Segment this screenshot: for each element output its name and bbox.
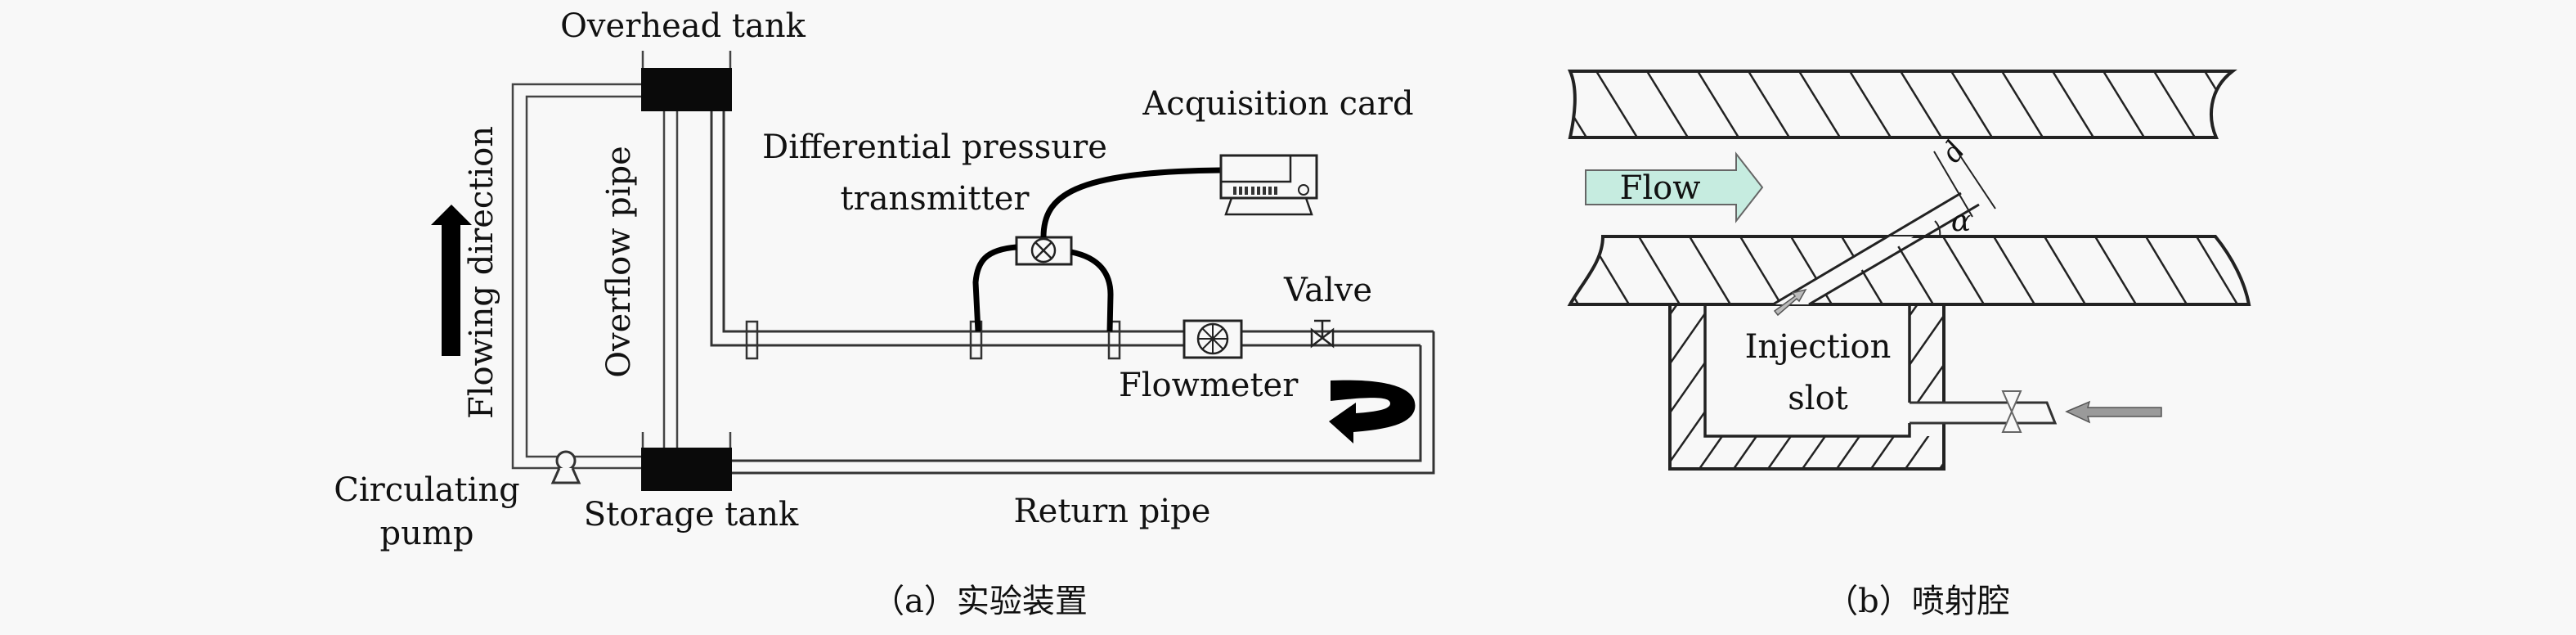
panel-b-injection-cavity: d α Injection slot Flow （b）喷射腔 (1425, 70, 2329, 620)
hatch-line (1670, 304, 1712, 469)
hatch-line (1570, 71, 1588, 137)
hatch-line (1904, 304, 1944, 469)
hatch-line (2195, 236, 2239, 304)
hatch-line (1528, 305, 1642, 469)
hatch-line (2043, 236, 2087, 304)
valve-label: Valve (1283, 272, 1372, 309)
storage-tank (641, 432, 732, 491)
inlet-arrow-icon (2065, 400, 2162, 424)
overflow-pipe-label: Overflow pipe (600, 146, 638, 378)
hatch-line (2215, 305, 2329, 469)
circulation-pipe (511, 83, 641, 470)
hatch-line (1645, 71, 1690, 137)
hatch-line (1950, 71, 1994, 137)
storage-tank-label: Storage tank (584, 496, 799, 534)
flowmeter-label: Flowmeter (1119, 367, 1299, 404)
lower-wall (1567, 191, 2251, 306)
slot-angle-label: α (1951, 205, 1971, 238)
hatch-line (2152, 71, 2197, 137)
hatch-line (1637, 236, 1681, 304)
hatch-line (1425, 305, 1539, 469)
inlet-valve-icon (2001, 390, 2022, 433)
hatch-line (1797, 71, 1842, 137)
acquisition-card-icon (1219, 154, 1318, 216)
hatch-line (2146, 305, 2260, 469)
hatch-line (1739, 236, 1783, 304)
hatch-line (1840, 236, 1884, 304)
slot-jet-arrow-icon (1773, 288, 1807, 317)
return-direction-arrow-icon (1329, 380, 1416, 444)
differential-pressure-label-line1: Differential pressure (762, 128, 1107, 166)
upper-wall (1567, 70, 2237, 139)
circulating-pump-icon (550, 450, 581, 484)
flow-arrow-icon (1585, 151, 1764, 223)
hatch-line (1688, 236, 1732, 304)
flow-label: Flow (1620, 169, 1701, 207)
acquisition-card-label: Acquisition card (1142, 85, 1413, 123)
hatch-line (2246, 236, 2249, 304)
circulating-pump-label-line2: pump (380, 515, 474, 552)
panel-a-experimental-setup: Overhead tank Storage tank Overflow pipe (334, 7, 1435, 620)
hatch-line (1459, 305, 1573, 469)
hatch-line (1595, 71, 1639, 137)
hatch-line (2008, 305, 2123, 469)
differential-pressure-transmitter-icon (972, 167, 1222, 332)
hatch-line (2051, 71, 2095, 137)
inlet-pipe (1910, 390, 2058, 433)
return-pipe (732, 331, 1435, 475)
hatch-line (1869, 304, 1944, 469)
flow-direction-arrow-icon (431, 205, 472, 356)
panel-a-caption: （a）实验装置 (872, 583, 1088, 620)
differential-pressure-label-line2: transmitter (841, 180, 1030, 218)
valve-icon (1310, 319, 1335, 349)
hatch-line (1938, 304, 1944, 469)
flange-1 (745, 320, 759, 360)
hatch-line (1891, 236, 1935, 304)
circulating-pump-label-line1: Circulating (334, 471, 520, 509)
overhead-tank (641, 51, 732, 111)
hatch-line (2102, 71, 2146, 137)
hatch-line (2077, 305, 2192, 469)
flowing-direction-label: Flowing direction (463, 126, 500, 419)
hatch-line (2094, 236, 2138, 304)
hatch-line (1586, 236, 1631, 304)
hatch-line (1941, 236, 1986, 304)
pipe-flanges (745, 320, 1121, 360)
flowmeter-icon (1183, 319, 1243, 359)
hatch-line (1974, 305, 2089, 469)
overflow-pipe (662, 111, 679, 448)
injection-slot-label-line2: slot (1788, 380, 1847, 417)
hatch-line (1696, 71, 1740, 137)
overhead-tank-label: Overhead tank (560, 7, 806, 45)
hatch-line (2144, 236, 2188, 304)
flange-3 (1107, 320, 1121, 360)
injection-slot-label-line1: Injection (1745, 328, 1892, 366)
hatch-line (1899, 71, 1943, 137)
hatch-line (1992, 236, 2036, 304)
return-pipe-label: Return pipe (1014, 493, 1211, 530)
hatch-line (2043, 305, 2157, 469)
hatch-line (1670, 304, 1678, 469)
slot-width-dimension (1933, 146, 1996, 218)
hatch-line (1670, 304, 1747, 469)
hatch-line (1493, 305, 1608, 469)
panel-b-caption: （b）喷射腔 (1825, 583, 2010, 620)
slot-angle-arc (1934, 220, 1941, 237)
hatch-line (1570, 236, 1580, 304)
hatch-line (1848, 71, 1892, 137)
hatch-line (2180, 305, 2295, 469)
hatch-line (2112, 305, 2226, 469)
hatch-line (1747, 71, 1791, 137)
hatch-line (2000, 71, 2044, 137)
